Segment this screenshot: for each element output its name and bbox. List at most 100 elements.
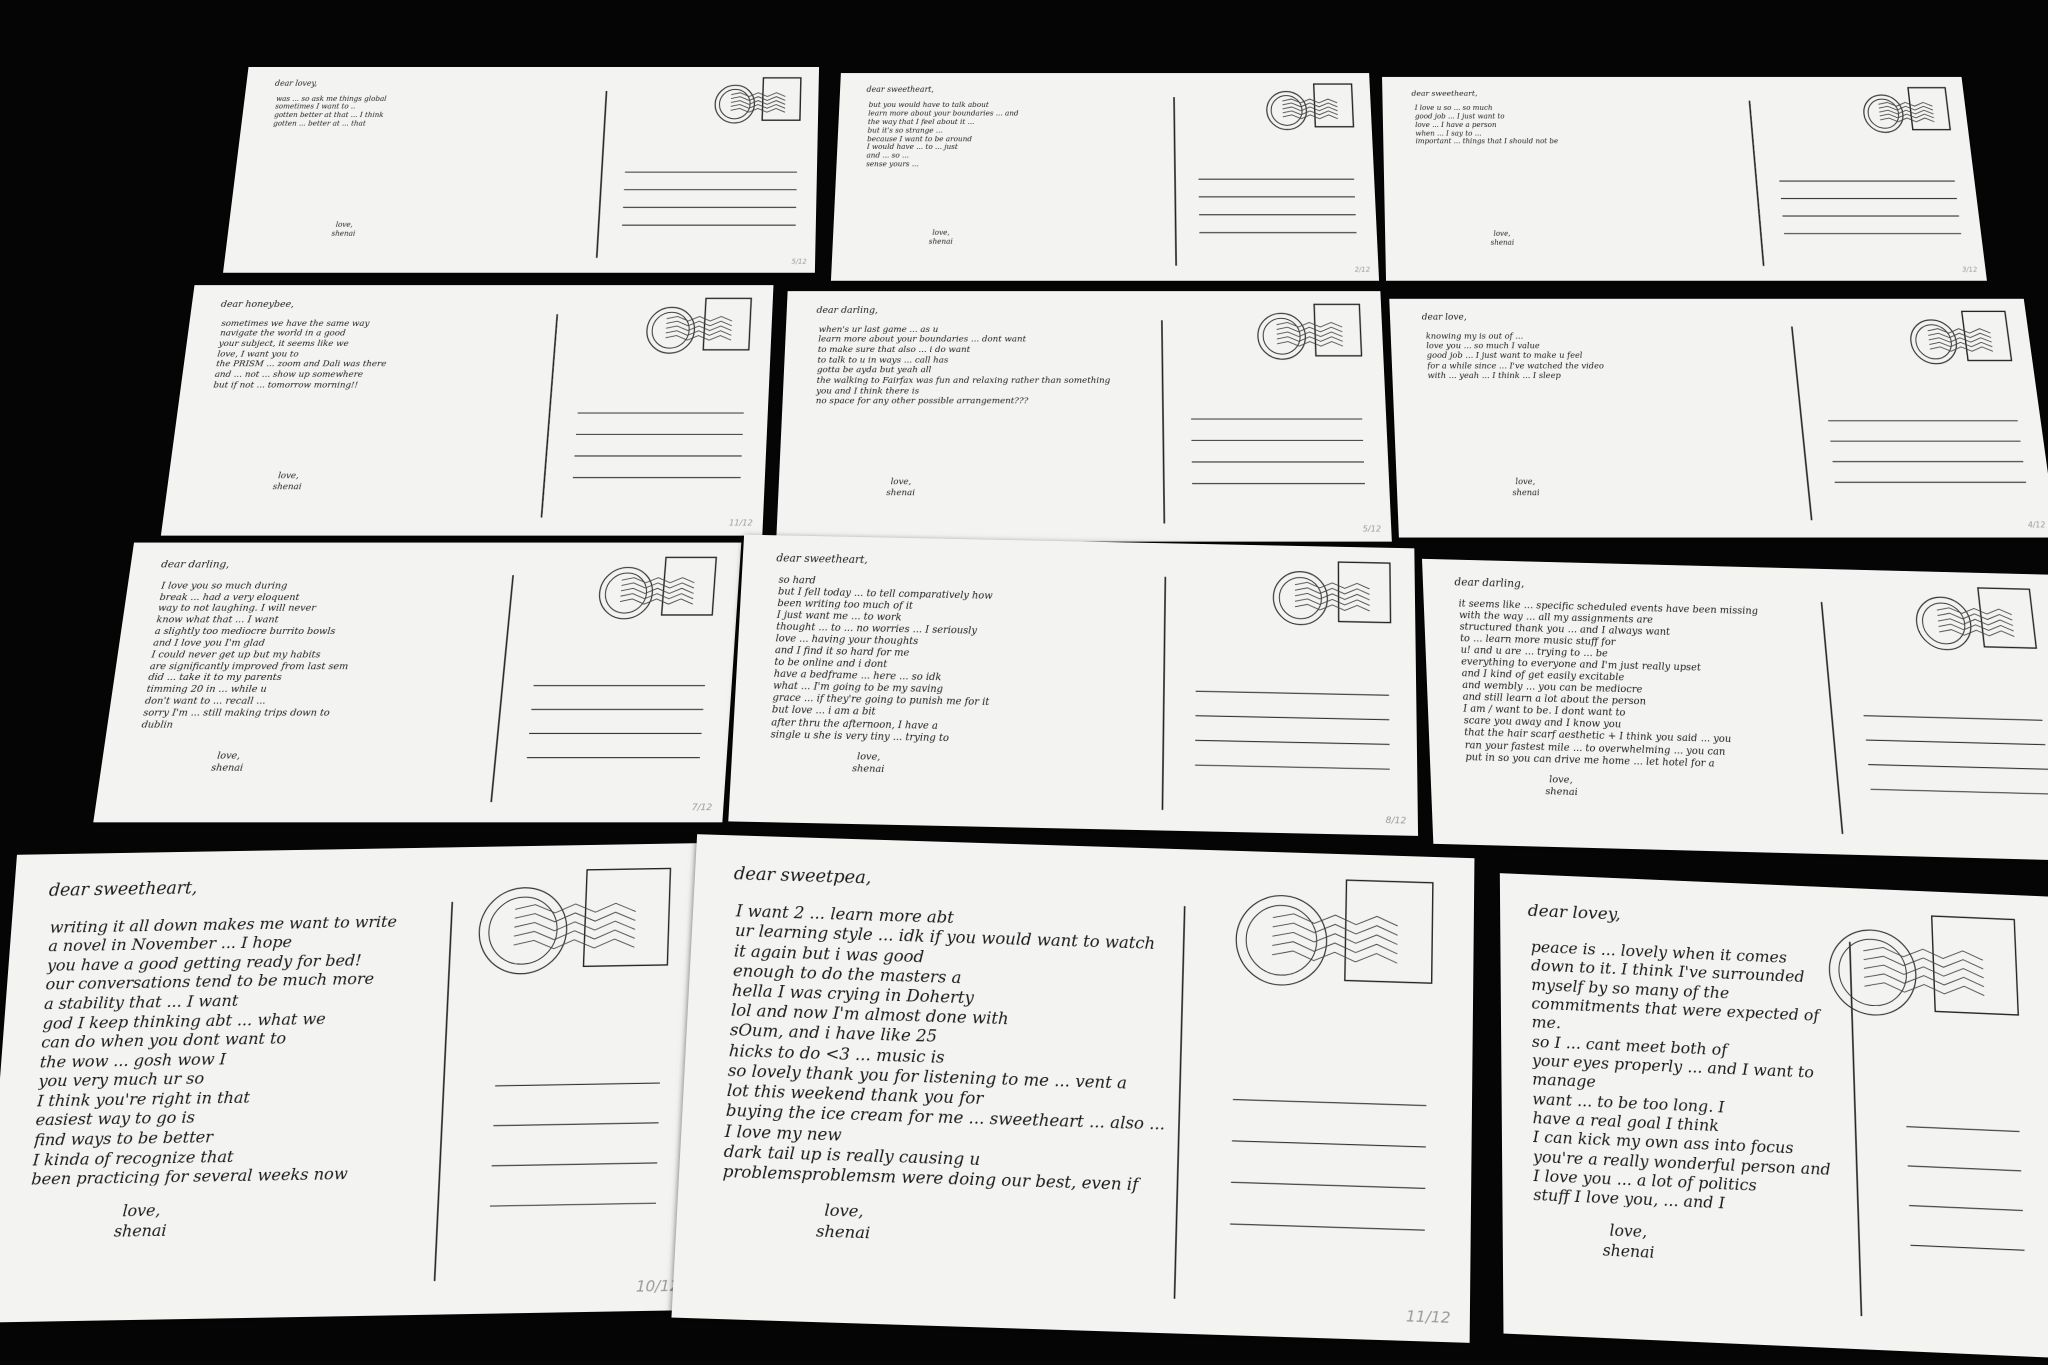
address-line bbox=[1195, 716, 1389, 720]
address-line bbox=[1909, 1206, 2023, 1211]
cancellation-wave bbox=[1880, 118, 1934, 122]
postcard-greeting: dear sweetheart, bbox=[866, 85, 934, 93]
cancellation-wave bbox=[515, 912, 636, 923]
cancellation-wave bbox=[621, 588, 694, 593]
cancellation-wave bbox=[666, 321, 732, 326]
cancellation-wave bbox=[1282, 99, 1337, 103]
address-line bbox=[1908, 1166, 2021, 1171]
postcard: dear lovey,peace is ... lovely when it c… bbox=[1500, 873, 2048, 1358]
cancellation-wave bbox=[731, 93, 785, 97]
page-number: 5/12 bbox=[791, 258, 806, 266]
cancellation-wave bbox=[514, 921, 635, 932]
postcard-greeting: dear darling, bbox=[160, 559, 230, 570]
divider-line bbox=[1162, 577, 1165, 810]
address-line bbox=[1195, 765, 1390, 769]
cancellation-wave bbox=[1929, 338, 1992, 342]
cancellation-wave bbox=[731, 97, 785, 101]
address-line bbox=[1232, 1141, 1426, 1147]
postcard-signoff: love, shenai bbox=[852, 751, 885, 777]
postcard-greeting: dear love, bbox=[1422, 313, 1467, 322]
postcard: dear love,knowing my is out of ... love … bbox=[1389, 299, 2048, 538]
divider-line bbox=[1850, 942, 1862, 1316]
postcard-message: I want 2 ... learn more abt ur learning … bbox=[722, 902, 1172, 1195]
divider-line bbox=[1162, 320, 1164, 523]
divider-line bbox=[1749, 101, 1763, 266]
postcard: dear sweetheart,so hard but I fell today… bbox=[728, 535, 1418, 836]
cancellation-wave bbox=[1277, 337, 1343, 342]
postcard-signoff: love, shenai bbox=[210, 751, 245, 776]
postcard-signoff: love, shenai bbox=[886, 477, 915, 499]
postmark-inner-circle bbox=[1838, 938, 1908, 1007]
cancellation-wave bbox=[731, 105, 786, 109]
page-number: 11/12 bbox=[1406, 1307, 1451, 1327]
divider-line bbox=[1822, 602, 1843, 834]
cancellation-wave bbox=[666, 316, 732, 321]
page-number: 3/12 bbox=[1962, 266, 1978, 274]
divider-line bbox=[1792, 327, 1812, 521]
cancellation-wave bbox=[1272, 950, 1397, 963]
divider-line bbox=[597, 91, 607, 258]
address-line bbox=[492, 1163, 658, 1166]
address-line bbox=[1868, 765, 2048, 770]
divider-line bbox=[1175, 906, 1185, 1299]
address-line bbox=[493, 1123, 658, 1126]
postcard-greeting: dear sweetheart, bbox=[1411, 89, 1477, 97]
cancellation-wave bbox=[1295, 604, 1370, 611]
cancellation-wave bbox=[1939, 629, 2014, 636]
cancellation-wave bbox=[1277, 332, 1343, 337]
postcard: dear honeybee,sometimes we have the same… bbox=[161, 285, 774, 535]
postcard-greeting: dear darling, bbox=[816, 306, 878, 316]
page-number: 8/12 bbox=[1386, 816, 1407, 827]
cancellation-wave bbox=[1277, 342, 1343, 347]
cancellation-wave bbox=[622, 578, 695, 583]
postcard-signoff: love, shenai bbox=[929, 227, 953, 245]
postcard-greeting: dear sweetpea, bbox=[733, 864, 871, 889]
postmark-inner-circle bbox=[1245, 904, 1317, 976]
postcard: dear sweetheart,but you would have to ta… bbox=[831, 73, 1379, 281]
postcard: dear sweetheart, I love u so ... so much … bbox=[1382, 77, 1987, 281]
postcard-message: sometimes we have the same way navigate … bbox=[213, 319, 548, 391]
postcard-signoff: love, shenai bbox=[331, 220, 357, 238]
postmark-icon bbox=[1235, 894, 1327, 986]
postmark-inner-circle bbox=[487, 897, 558, 965]
postcard-message: was ... so ask me things global sometime… bbox=[273, 95, 598, 129]
postcard: dear darling,it seems like ... specific … bbox=[1422, 559, 2048, 861]
cancellation-wave bbox=[1880, 114, 1934, 118]
cancellation-wave bbox=[1276, 322, 1342, 327]
cancellation-wave bbox=[1879, 106, 1933, 110]
postcard-signoff: love, shenai bbox=[1544, 774, 1578, 800]
cancellation-wave bbox=[1928, 333, 1991, 337]
cancellation-wave bbox=[1283, 115, 1338, 119]
cancellation-wave bbox=[1283, 107, 1338, 111]
page-number: 11/12 bbox=[729, 518, 753, 527]
postcard-message: it seems like ... specific scheduled eve… bbox=[1458, 598, 1827, 772]
postcard: dear lovey,was ... so ask me things glob… bbox=[223, 67, 819, 273]
postcard-message: I love you so much during break ... had … bbox=[141, 581, 504, 731]
postcard-message: writing it all down makes me want to wri… bbox=[31, 911, 442, 1188]
page-number: 4/12 bbox=[2027, 521, 2046, 530]
address-line bbox=[1910, 1245, 2024, 1250]
address-line bbox=[1233, 1100, 1426, 1106]
cancellation-wave bbox=[665, 336, 731, 341]
postcard: dear darling, when's ur last game ... as … bbox=[776, 291, 1392, 541]
cancellation-wave bbox=[515, 903, 636, 914]
cancellation-wave bbox=[1927, 329, 1990, 333]
postcard-message: so hard but I fell today ... to tell com… bbox=[770, 575, 1155, 749]
postcard-greeting: dear sweetheart, bbox=[48, 879, 198, 901]
postcard: dear sweetheart, writing it all down make… bbox=[0, 843, 711, 1323]
address-line bbox=[1195, 740, 1389, 744]
page-number: 7/12 bbox=[691, 803, 712, 813]
postcard-signoff: love, shenai bbox=[1511, 476, 1539, 497]
address-line bbox=[495, 1083, 660, 1086]
address-line bbox=[1906, 1127, 2019, 1132]
cancellation-wave bbox=[1930, 347, 1993, 351]
postcard-signoff: love, shenai bbox=[272, 471, 303, 493]
postcard-signoff: love, shenai bbox=[1602, 1220, 1654, 1263]
postcard-message: I love u so ... so much good job ... I j… bbox=[1415, 105, 1745, 147]
postmark-icon bbox=[1273, 571, 1327, 625]
address-line bbox=[490, 1203, 656, 1206]
address-line bbox=[1864, 716, 2043, 721]
postcard-message: when's ur last game ... as u learn more … bbox=[815, 325, 1153, 407]
postcard-signoff: love, shenai bbox=[1490, 228, 1514, 246]
cancellation-wave bbox=[731, 108, 786, 112]
